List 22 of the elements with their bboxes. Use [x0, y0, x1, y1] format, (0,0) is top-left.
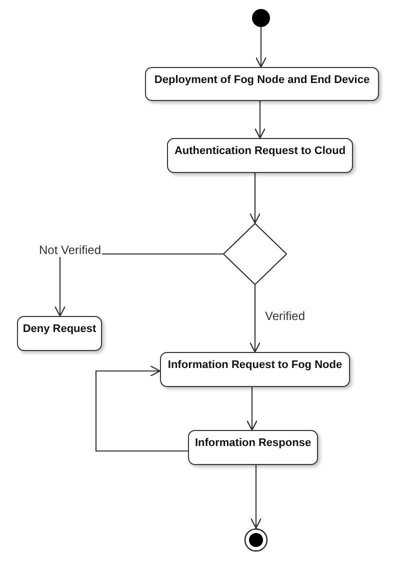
- action-box: [17, 316, 102, 351]
- initial-node-circle: [252, 9, 270, 27]
- arrow: [254, 101, 266, 139]
- arrow: [95, 365, 188, 452]
- action-box: [167, 138, 353, 173]
- arrow: [246, 387, 258, 431]
- action-label: Deny Request: [22, 323, 96, 335]
- arrow: [249, 285, 261, 353]
- action-box: [188, 430, 318, 465]
- action-label: Information Request to Fog Node: [168, 359, 342, 371]
- arrow: [250, 465, 262, 529]
- arrow: [249, 173, 261, 224]
- action-label: Authentication Request to Cloud: [174, 145, 346, 157]
- action-label: Information Response: [194, 437, 312, 449]
- action-box: [160, 352, 350, 387]
- decision-diamond: [223, 223, 287, 285]
- final-node-circle: [244, 528, 268, 552]
- edge-label: Verified: [264, 309, 306, 323]
- edge-label: Not Verified: [38, 243, 102, 257]
- arrow: [255, 27, 267, 68]
- action-label: Deployment of Fog Node and End Device: [154, 74, 370, 86]
- action-box: [145, 67, 379, 101]
